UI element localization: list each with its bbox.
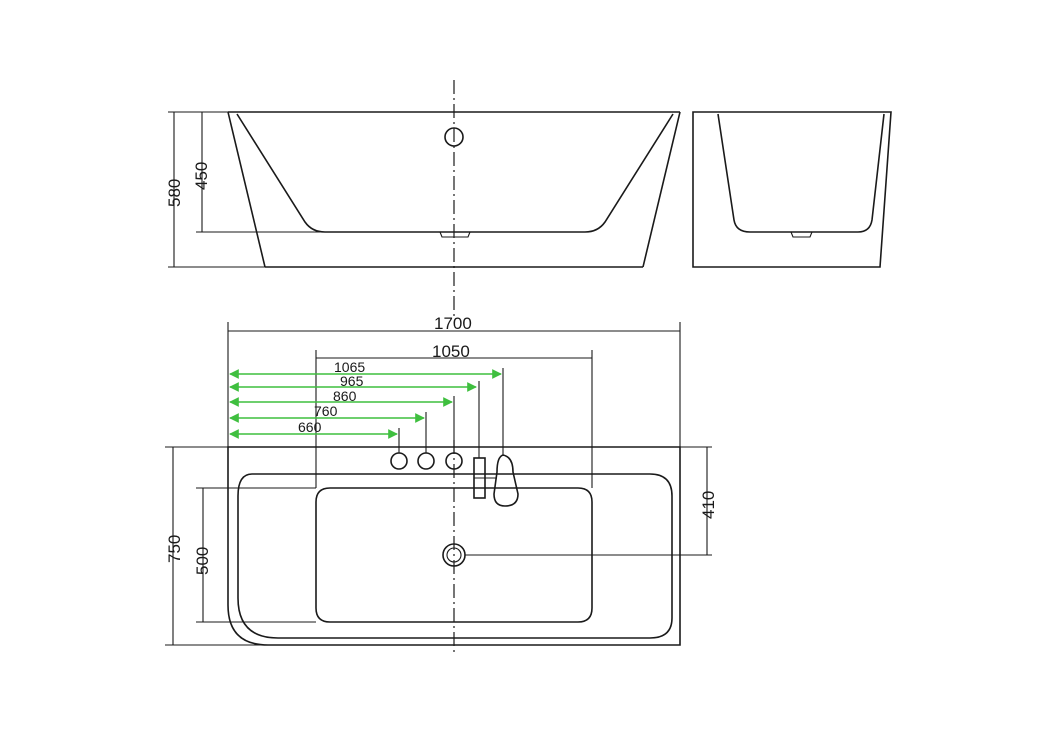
dim-plan-width: 750	[165, 535, 184, 563]
end-elevation	[692, 111, 892, 268]
dim-fixture-860: 860	[333, 388, 357, 404]
tap-hole-icon-660	[390, 452, 408, 470]
tap-hole-icon-760	[417, 452, 435, 470]
dim-fixture-1065: 1065	[334, 359, 365, 375]
hand-shower-icon	[493, 454, 519, 507]
dim-fixture-760: 760	[314, 403, 338, 419]
dim-side-height-inner: 450	[192, 162, 211, 190]
drain-inner-icon	[446, 547, 462, 563]
plan-view	[227, 446, 681, 646]
dim-fixture-965: 965	[340, 373, 364, 389]
front-elevation	[168, 111, 681, 268]
dim-plan-length: 1700	[434, 314, 472, 333]
dim-inner-width: 500	[193, 547, 212, 575]
dim-drain-offset: 410	[699, 491, 718, 519]
dim-fixture-660: 660	[298, 419, 322, 435]
fixture-dimensions	[229, 368, 504, 458]
dim-side-height-total: 580	[165, 179, 184, 207]
dim-inner-length: 1050	[432, 342, 470, 361]
